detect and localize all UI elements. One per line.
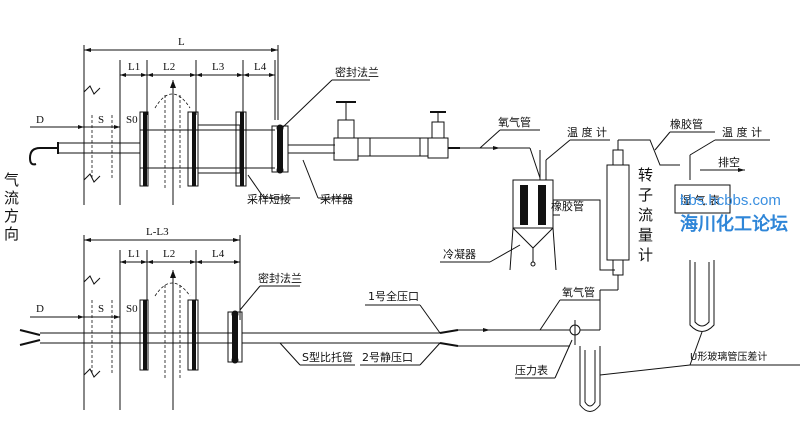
label-port-total-pressure: 1号全压口 [368,289,419,303]
label-sealing-flange-bottom: 密封法兰 [258,271,302,285]
dim-L2-top: L2 [163,61,175,73]
dim-L1-top: L1 [128,61,140,73]
dim-L-top: L [178,36,185,48]
label-u-manometer: U形玻璃管压差计 [690,350,767,363]
label-flow-direction: 气 流 方 向 [4,171,24,243]
label-thermometer-1: 温 度 计 [567,125,607,139]
label-thermometer-2: 温 度 计 [722,125,762,139]
bottom-assembly: L-L3 L1 L2 L4 D S S0 [19,226,570,410]
dim-L2-bottom: L2 [163,248,175,260]
dim-D-bottom: D [36,303,44,315]
condenser-assembly: 温 度 计 橡胶管 冷凝器 [440,125,615,271]
label-sampling-stub: 采样短接 [247,192,291,206]
watermark-url: bbs.hcbbs.com [680,192,781,209]
rotameter-assembly: 转 子 流 量 计 橡胶管 温 度 计 排空 湿 气 表 [606,117,770,285]
label-gas-meter: 湿 气 表 [680,193,720,207]
manometer-assembly: 氧气管 压力表 U形玻璃管压差计 [515,260,800,412]
dim-L4-bottom: L4 [212,248,225,260]
watermark: bbs.hcbbs.com 海川化工论坛 [680,192,788,235]
dim-L3-top: L3 [212,61,225,73]
dim-S0-top: S0 [126,114,138,126]
label-port-static-pressure: 2号静压口 [362,350,413,364]
dim-L-bottom: L-L3 [146,226,169,238]
dim-L4-top: L4 [254,61,267,73]
dim-D-top: D [36,114,44,126]
label-pressure-gauge: 压力表 [515,363,548,377]
dim-S-top: S [98,114,104,126]
dim-L1-bottom: L1 [128,248,140,260]
top-assembly: L L1 L2 L3 L4 D S S0 [28,36,541,206]
label-oxygen-pipe-bottom: 氧气管 [562,285,595,299]
label-exhaust: 排空 [718,155,740,169]
label-sampler: 采样器 [320,192,353,206]
watermark-site: 海川化工论坛 [680,213,788,235]
label-condenser: 冷凝器 [443,247,476,261]
dim-S0-bottom: S0 [126,303,138,315]
label-s-pitot: S型比托管 [302,350,353,364]
label-sealing-flange-top: 密封法兰 [335,65,379,79]
dim-S-bottom: S [98,303,104,315]
label-rubber-tube-top: 橡胶管 [670,117,703,131]
label-oxygen-pipe-top: 氧气管 [498,115,531,129]
label-rotameter: 转 子 流 量 计 [638,166,658,264]
label-rubber-tube-mid: 橡胶管 [551,199,584,213]
